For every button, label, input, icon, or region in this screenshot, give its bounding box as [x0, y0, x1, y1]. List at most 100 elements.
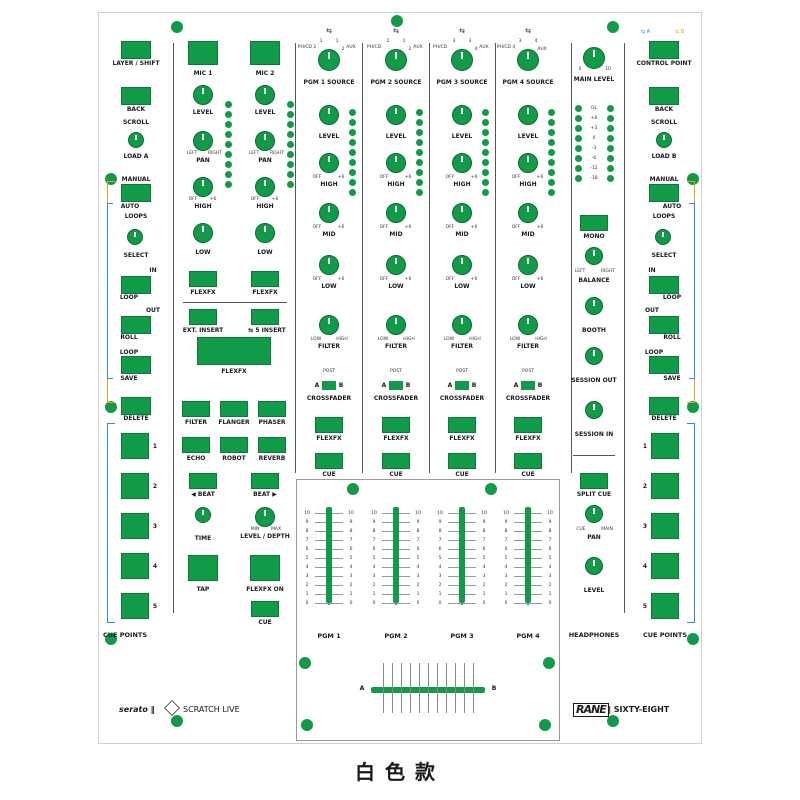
- scroll-knob-a[interactable]: [128, 132, 144, 148]
- filter-fx-button[interactable]: [182, 401, 210, 417]
- scroll-knob-b[interactable]: [656, 132, 672, 148]
- flexfx-select-button[interactable]: [197, 337, 271, 365]
- delete-button-a[interactable]: [121, 397, 151, 415]
- reverb-fx-button[interactable]: [258, 437, 286, 453]
- pgm4-channel-fader[interactable]: [525, 507, 531, 603]
- loop-save-button-a[interactable]: [121, 356, 151, 374]
- pgm3-source-knob[interactable]: [451, 49, 473, 71]
- pgm4-flexfx-button[interactable]: [514, 417, 542, 433]
- balance-knob[interactable]: [585, 247, 603, 265]
- cue-pad-a-1[interactable]: [121, 433, 149, 459]
- pgm3-flexfx-button[interactable]: [448, 417, 476, 433]
- loop-out-button-b[interactable]: [649, 316, 679, 334]
- mic2-pan-knob[interactable]: [255, 131, 275, 151]
- pgm2-cue-button[interactable]: [382, 453, 410, 469]
- loop-select-knob-b[interactable]: [655, 229, 671, 245]
- pgm1-source-knob[interactable]: [318, 49, 340, 71]
- back-button-a[interactable]: [121, 87, 151, 105]
- flanger-fx-button[interactable]: [220, 401, 248, 417]
- pgm4-high-knob[interactable]: [518, 153, 538, 173]
- manual-auto-button-b[interactable]: [649, 184, 679, 202]
- mic1-low-knob[interactable]: [193, 223, 213, 243]
- manual-auto-button-a[interactable]: [121, 184, 151, 202]
- booth-knob[interactable]: [585, 297, 603, 315]
- loop-in-button-b[interactable]: [649, 276, 679, 294]
- pgm2-flexfx-button[interactable]: [382, 417, 410, 433]
- beat-left-button[interactable]: [189, 473, 217, 489]
- pgm3-low-knob[interactable]: [452, 255, 472, 275]
- pgm2-filter-knob[interactable]: [386, 315, 406, 335]
- pgm2-mid-knob[interactable]: [386, 203, 406, 223]
- mic2-level-knob[interactable]: [255, 85, 275, 105]
- robot-fx-button[interactable]: [220, 437, 248, 453]
- headphone-pan-knob[interactable]: [585, 505, 603, 523]
- cue-pad-b-4[interactable]: [651, 553, 679, 579]
- pgm1-crossfader-assign[interactable]: [322, 381, 336, 390]
- pgm1-mid-knob[interactable]: [319, 203, 339, 223]
- usb-insert-button[interactable]: [251, 309, 279, 325]
- cue-pad-b-5[interactable]: [651, 593, 679, 619]
- split-cue-button[interactable]: [580, 473, 608, 489]
- ext-insert-button[interactable]: [189, 309, 217, 325]
- pgm1-level-knob[interactable]: [319, 105, 339, 125]
- pgm2-low-knob[interactable]: [386, 255, 406, 275]
- cue-pad-b-3[interactable]: [651, 513, 679, 539]
- headphone-level-knob[interactable]: [585, 557, 603, 575]
- pgm4-low-knob[interactable]: [518, 255, 538, 275]
- pgm1-high-knob[interactable]: [319, 153, 339, 173]
- flexfx-on-button[interactable]: [250, 555, 280, 581]
- pgm1-channel-fader[interactable]: [326, 507, 332, 603]
- mic1-high-knob[interactable]: [193, 177, 213, 197]
- pgm3-high-knob[interactable]: [452, 153, 472, 173]
- mic1-button[interactable]: [188, 41, 218, 65]
- mic1-flexfx-button[interactable]: [189, 271, 217, 287]
- pgm3-cue-button[interactable]: [448, 453, 476, 469]
- phaser-fx-button[interactable]: [258, 401, 286, 417]
- loop-in-button-a[interactable]: [121, 276, 151, 294]
- fx-cue-button[interactable]: [251, 601, 279, 617]
- pgm4-mid-knob[interactable]: [518, 203, 538, 223]
- level-depth-knob[interactable]: [255, 507, 275, 527]
- delete-button-b[interactable]: [649, 397, 679, 415]
- session-out-knob[interactable]: [585, 347, 603, 365]
- pgm3-filter-knob[interactable]: [452, 315, 472, 335]
- session-in-knob[interactable]: [585, 401, 603, 419]
- loop-select-knob-a[interactable]: [127, 229, 143, 245]
- layer-shift-button[interactable]: [121, 41, 151, 59]
- beat-right-button[interactable]: [251, 473, 279, 489]
- cue-pad-a-4[interactable]: [121, 553, 149, 579]
- mic2-flexfx-button[interactable]: [251, 271, 279, 287]
- mic2-high-knob[interactable]: [255, 177, 275, 197]
- pgm4-crossfader-assign[interactable]: [521, 381, 535, 390]
- pgm3-channel-fader[interactable]: [459, 507, 465, 603]
- mic1-pan-knob[interactable]: [193, 131, 213, 151]
- tap-button[interactable]: [188, 555, 218, 581]
- pgm1-cue-button[interactable]: [315, 453, 343, 469]
- cue-pad-a-2[interactable]: [121, 473, 149, 499]
- time-knob[interactable]: [195, 507, 211, 523]
- main-level-knob[interactable]: [583, 47, 605, 69]
- loop-save-button-b[interactable]: [649, 356, 679, 374]
- pgm4-cue-button[interactable]: [514, 453, 542, 469]
- cue-pad-a-5[interactable]: [121, 593, 149, 619]
- pgm1-flexfx-button[interactable]: [315, 417, 343, 433]
- mono-button[interactable]: [580, 215, 608, 231]
- pgm2-source-knob[interactable]: [385, 49, 407, 71]
- mic2-low-knob[interactable]: [255, 223, 275, 243]
- cue-pad-a-3[interactable]: [121, 513, 149, 539]
- pgm4-level-knob[interactable]: [518, 105, 538, 125]
- pgm2-high-knob[interactable]: [386, 153, 406, 173]
- back-button-b[interactable]: [649, 87, 679, 105]
- pgm4-filter-knob[interactable]: [518, 315, 538, 335]
- pgm3-level-knob[interactable]: [452, 105, 472, 125]
- pgm2-level-knob[interactable]: [386, 105, 406, 125]
- pgm1-filter-knob[interactable]: [319, 315, 339, 335]
- echo-fx-button[interactable]: [182, 437, 210, 453]
- pgm3-crossfader-assign[interactable]: [455, 381, 469, 390]
- mic2-button[interactable]: [250, 41, 280, 65]
- pgm4-source-knob[interactable]: [517, 49, 539, 71]
- cue-pad-b-2[interactable]: [651, 473, 679, 499]
- pgm2-channel-fader[interactable]: [393, 507, 399, 603]
- pgm2-crossfader-assign[interactable]: [389, 381, 403, 390]
- loop-out-button-a[interactable]: [121, 316, 151, 334]
